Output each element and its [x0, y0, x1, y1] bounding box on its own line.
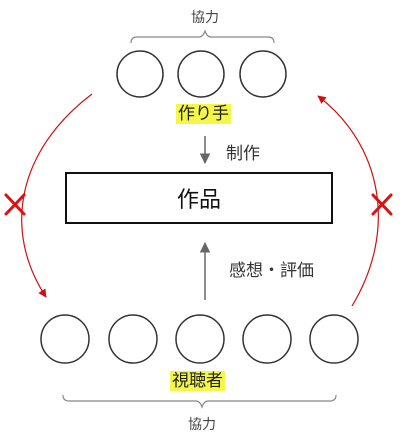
creators-label: 作り手 — [176, 103, 231, 125]
left-cross-icon — [4, 193, 26, 216]
left-red-arrow — [21, 93, 93, 298]
right-cross-icon — [371, 193, 393, 216]
audience-label: 視聴者 — [170, 370, 225, 392]
creators-coop-label: 協力 — [191, 10, 219, 26]
audience-circle — [108, 314, 158, 364]
audience-circle — [242, 314, 292, 364]
creator-circle — [177, 50, 225, 98]
creators-brace — [130, 29, 275, 44]
audience-circle — [309, 314, 359, 364]
audience-circle — [40, 314, 90, 364]
right-red-arrow — [317, 95, 379, 307]
creators-label-text: 作り手 — [176, 104, 231, 124]
audience-label-text: 視聴者 — [170, 371, 225, 391]
audience-circle — [175, 314, 225, 364]
work-box: 作品 — [65, 172, 333, 224]
feedback-label: 感想・評価 — [229, 261, 314, 281]
audience-brace — [62, 394, 337, 409]
work-label: 作品 — [176, 188, 221, 213]
audience-coop-label: 協力 — [188, 417, 216, 433]
production-label: 制作 — [226, 144, 260, 164]
creator-circle — [239, 50, 287, 98]
creator-circle — [116, 50, 164, 98]
